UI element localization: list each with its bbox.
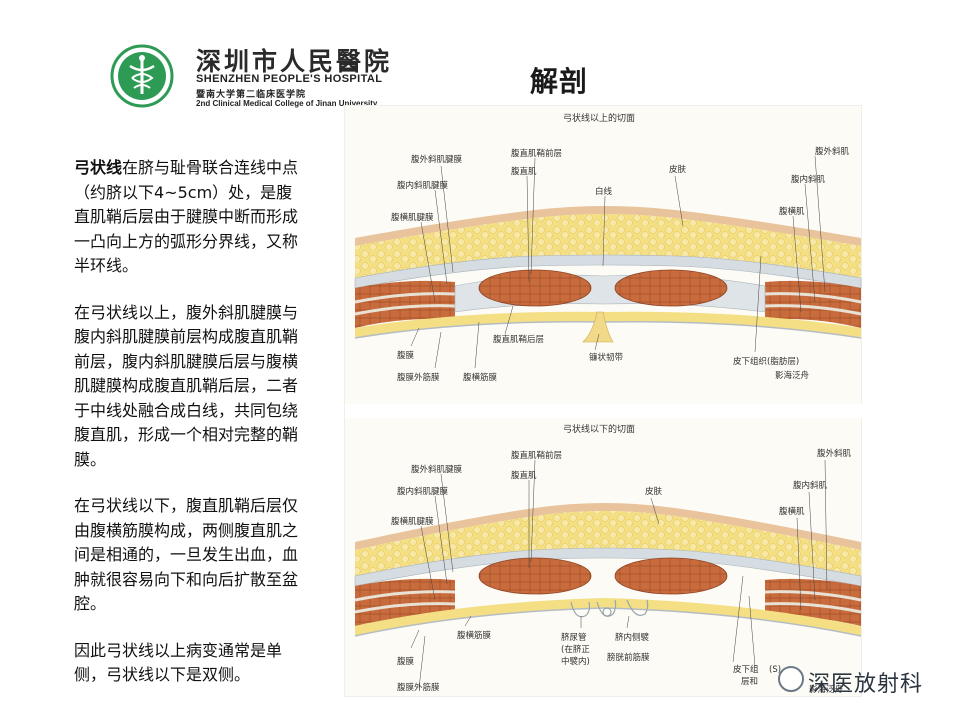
bottom-label-int-obl: 腹内斜肌 (793, 480, 828, 491)
top-label-trans: 腹横肌 (779, 206, 805, 217)
logo-college-chinese: 暨南大学第二临床医学院 (196, 90, 307, 100)
top-label-subcut: 皮下组织(脂肪层) (733, 356, 799, 367)
top-label-rectus: 腹直肌 (511, 166, 537, 177)
brand-circle-icon (778, 666, 804, 692)
top-label-falciform: 镰状韧带 (589, 352, 624, 363)
term-bold: 弓状线 (74, 158, 123, 177)
paragraph-1-body: 在脐与耻骨联合连线中点（约脐以下4~5cm）处，是腹直肌鞘后层由于腱膜中断而形成… (74, 158, 299, 275)
bottom-label-ant-sheath: 腹直肌鞘前层 (511, 450, 562, 461)
bottom-label-trans-apo: 腹横肌腱膜 (391, 516, 434, 527)
bottom-label-urachus-3: 中襞内) (561, 656, 590, 667)
explanation-text: 弓状线在脐与耻骨联合连线中点（约脐以下4~5cm）处，是腹直肌鞘后层由于腱膜中断… (74, 156, 306, 710)
top-skin-layer (355, 206, 861, 246)
top-falciform-ligament (582, 311, 614, 343)
top-label-post-sheath: 腹直肌鞘后层 (493, 334, 544, 345)
bottom-label-med-umbilical-fold: 脐内侧襞 (615, 632, 650, 643)
top-label-transv-fascia: 腹横筋膜 (463, 372, 498, 383)
bottom-umbilical-fold-right (626, 599, 649, 616)
bottom-label-urachus-1: 脐尿管 (561, 632, 587, 643)
bottom-label-extraperit-fascia: 腹膜外筋膜 (397, 682, 440, 693)
bottom-peritoneum-line (354, 607, 862, 637)
bottom-diagram-caption: 弓状线以下的切面 (563, 423, 635, 435)
top-label-int-obl: 腹内斜肌 (791, 174, 826, 185)
hospital-emblem-icon (110, 44, 174, 108)
top-extraperitoneal-fat (355, 311, 861, 338)
brand-watermark: 深医放射科 (778, 666, 948, 697)
top-label-ant-sheath: 腹直肌鞘前层 (511, 148, 562, 159)
bottom-label-transv-fascia: 腹横筋膜 (457, 630, 492, 641)
slide-title: 解剖 (530, 65, 589, 98)
paragraph-3: 在弓状线以下，腹直肌鞘后层仅由腹横筋膜构成，两侧腹直肌之间是相通的，一旦发生出血… (74, 496, 299, 613)
bottom-label-urachus-2: (在脐正 (561, 644, 590, 655)
bottom-watermark: 影海泛舟 (809, 684, 844, 695)
brand-name: 深医放射科 (808, 672, 924, 697)
bottom-median-umbilical-fold (596, 599, 617, 617)
bottom-label-subcut-2: 层和 (741, 677, 758, 687)
bottom-urachus (602, 607, 612, 617)
bottom-label-trans: 腹横肌 (779, 506, 805, 517)
bottom-skin-layer (355, 503, 861, 550)
bottom-label-subcut-3: (S) (769, 665, 781, 675)
logo-college-english: 2nd Clinical Medical College of Jinan Un… (196, 99, 378, 108)
hospital-logo: 深圳市人民醫院 SHENZHEN PEOPLE'S HOSPITAL 暨南大学第… (98, 40, 418, 112)
bottom-label-rectus: 腹直肌 (511, 470, 537, 481)
bottom-umbilical-fold-left (570, 601, 591, 618)
top-label-int-obl-apo: 腹内斜肌腱膜 (397, 180, 449, 191)
paragraph-1: 弓状线在脐与耻骨联合连线中点（约脐以下4~5cm）处，是腹直肌鞘后层由于腱膜中断… (74, 156, 306, 279)
bottom-label-ext-obl-apo: 腹外斜肌腱膜 (411, 464, 463, 475)
top-label-ext-obl: 腹外斜肌 (815, 146, 850, 157)
logo-chinese-name: 深圳市人民醫院 (196, 47, 393, 76)
diagram-divider (345, 404, 863, 418)
bottom-fat-layer (355, 511, 861, 576)
top-right-rectus (614, 269, 728, 307)
bottom-label-skin: 皮肤 (645, 486, 663, 497)
paragraph-2: 在弓状线以上，腹外斜肌腱膜与腹内斜肌腱膜前层构成腹直肌鞘前层，腹内斜肌腱膜后层与… (74, 302, 299, 469)
bottom-left-rectus (478, 557, 592, 595)
anatomy-diagram-panel: 弓状线以上的切面 (344, 105, 863, 697)
bottom-label-int-obl-apo: 腹内斜肌腱膜 (397, 486, 449, 497)
bottom-label-bladder-fascia: 膀胱前筋膜 (607, 652, 650, 663)
top-watermark: 影海泛舟 (775, 370, 810, 381)
logo-english-name: SHENZHEN PEOPLE'S HOSPITAL (196, 73, 383, 85)
top-label-peritoneum: 腹膜 (397, 350, 415, 361)
top-label-trans-apo: 腹横肌腱膜 (391, 212, 434, 223)
paragraph-4: 因此弓状线以上病变通常是单侧，弓状线以下是双侧。 (74, 640, 283, 685)
anatomy-diagrams: 弓状线以上的切面 (345, 112, 863, 695)
top-label-skin: 皮肤 (669, 164, 687, 175)
top-label-extraperit-fascia: 腹膜外筋膜 (397, 372, 440, 383)
bottom-label-peritoneum: 腹膜 (397, 656, 415, 667)
top-left-rectus (478, 269, 592, 307)
bottom-label-subcut-1: 皮下组 (733, 664, 759, 675)
bottom-extraperitoneal-fat (355, 598, 861, 636)
diagram-below-arcuate-line: 弓状线以下的切面 (354, 423, 862, 695)
bottom-label-ext-obl: 腹外斜肌 (817, 448, 852, 459)
bottom-right-rectus (614, 557, 728, 595)
top-diagram-caption: 弓状线以上的切面 (563, 112, 635, 124)
diagram-above-arcuate-line: 弓状线以上的切面 (354, 112, 862, 383)
top-label-linea-alba: 白线 (595, 186, 613, 197)
top-fat-layer (355, 214, 861, 278)
top-label-ext-obl-apo: 腹外斜肌腱膜 (411, 154, 463, 165)
